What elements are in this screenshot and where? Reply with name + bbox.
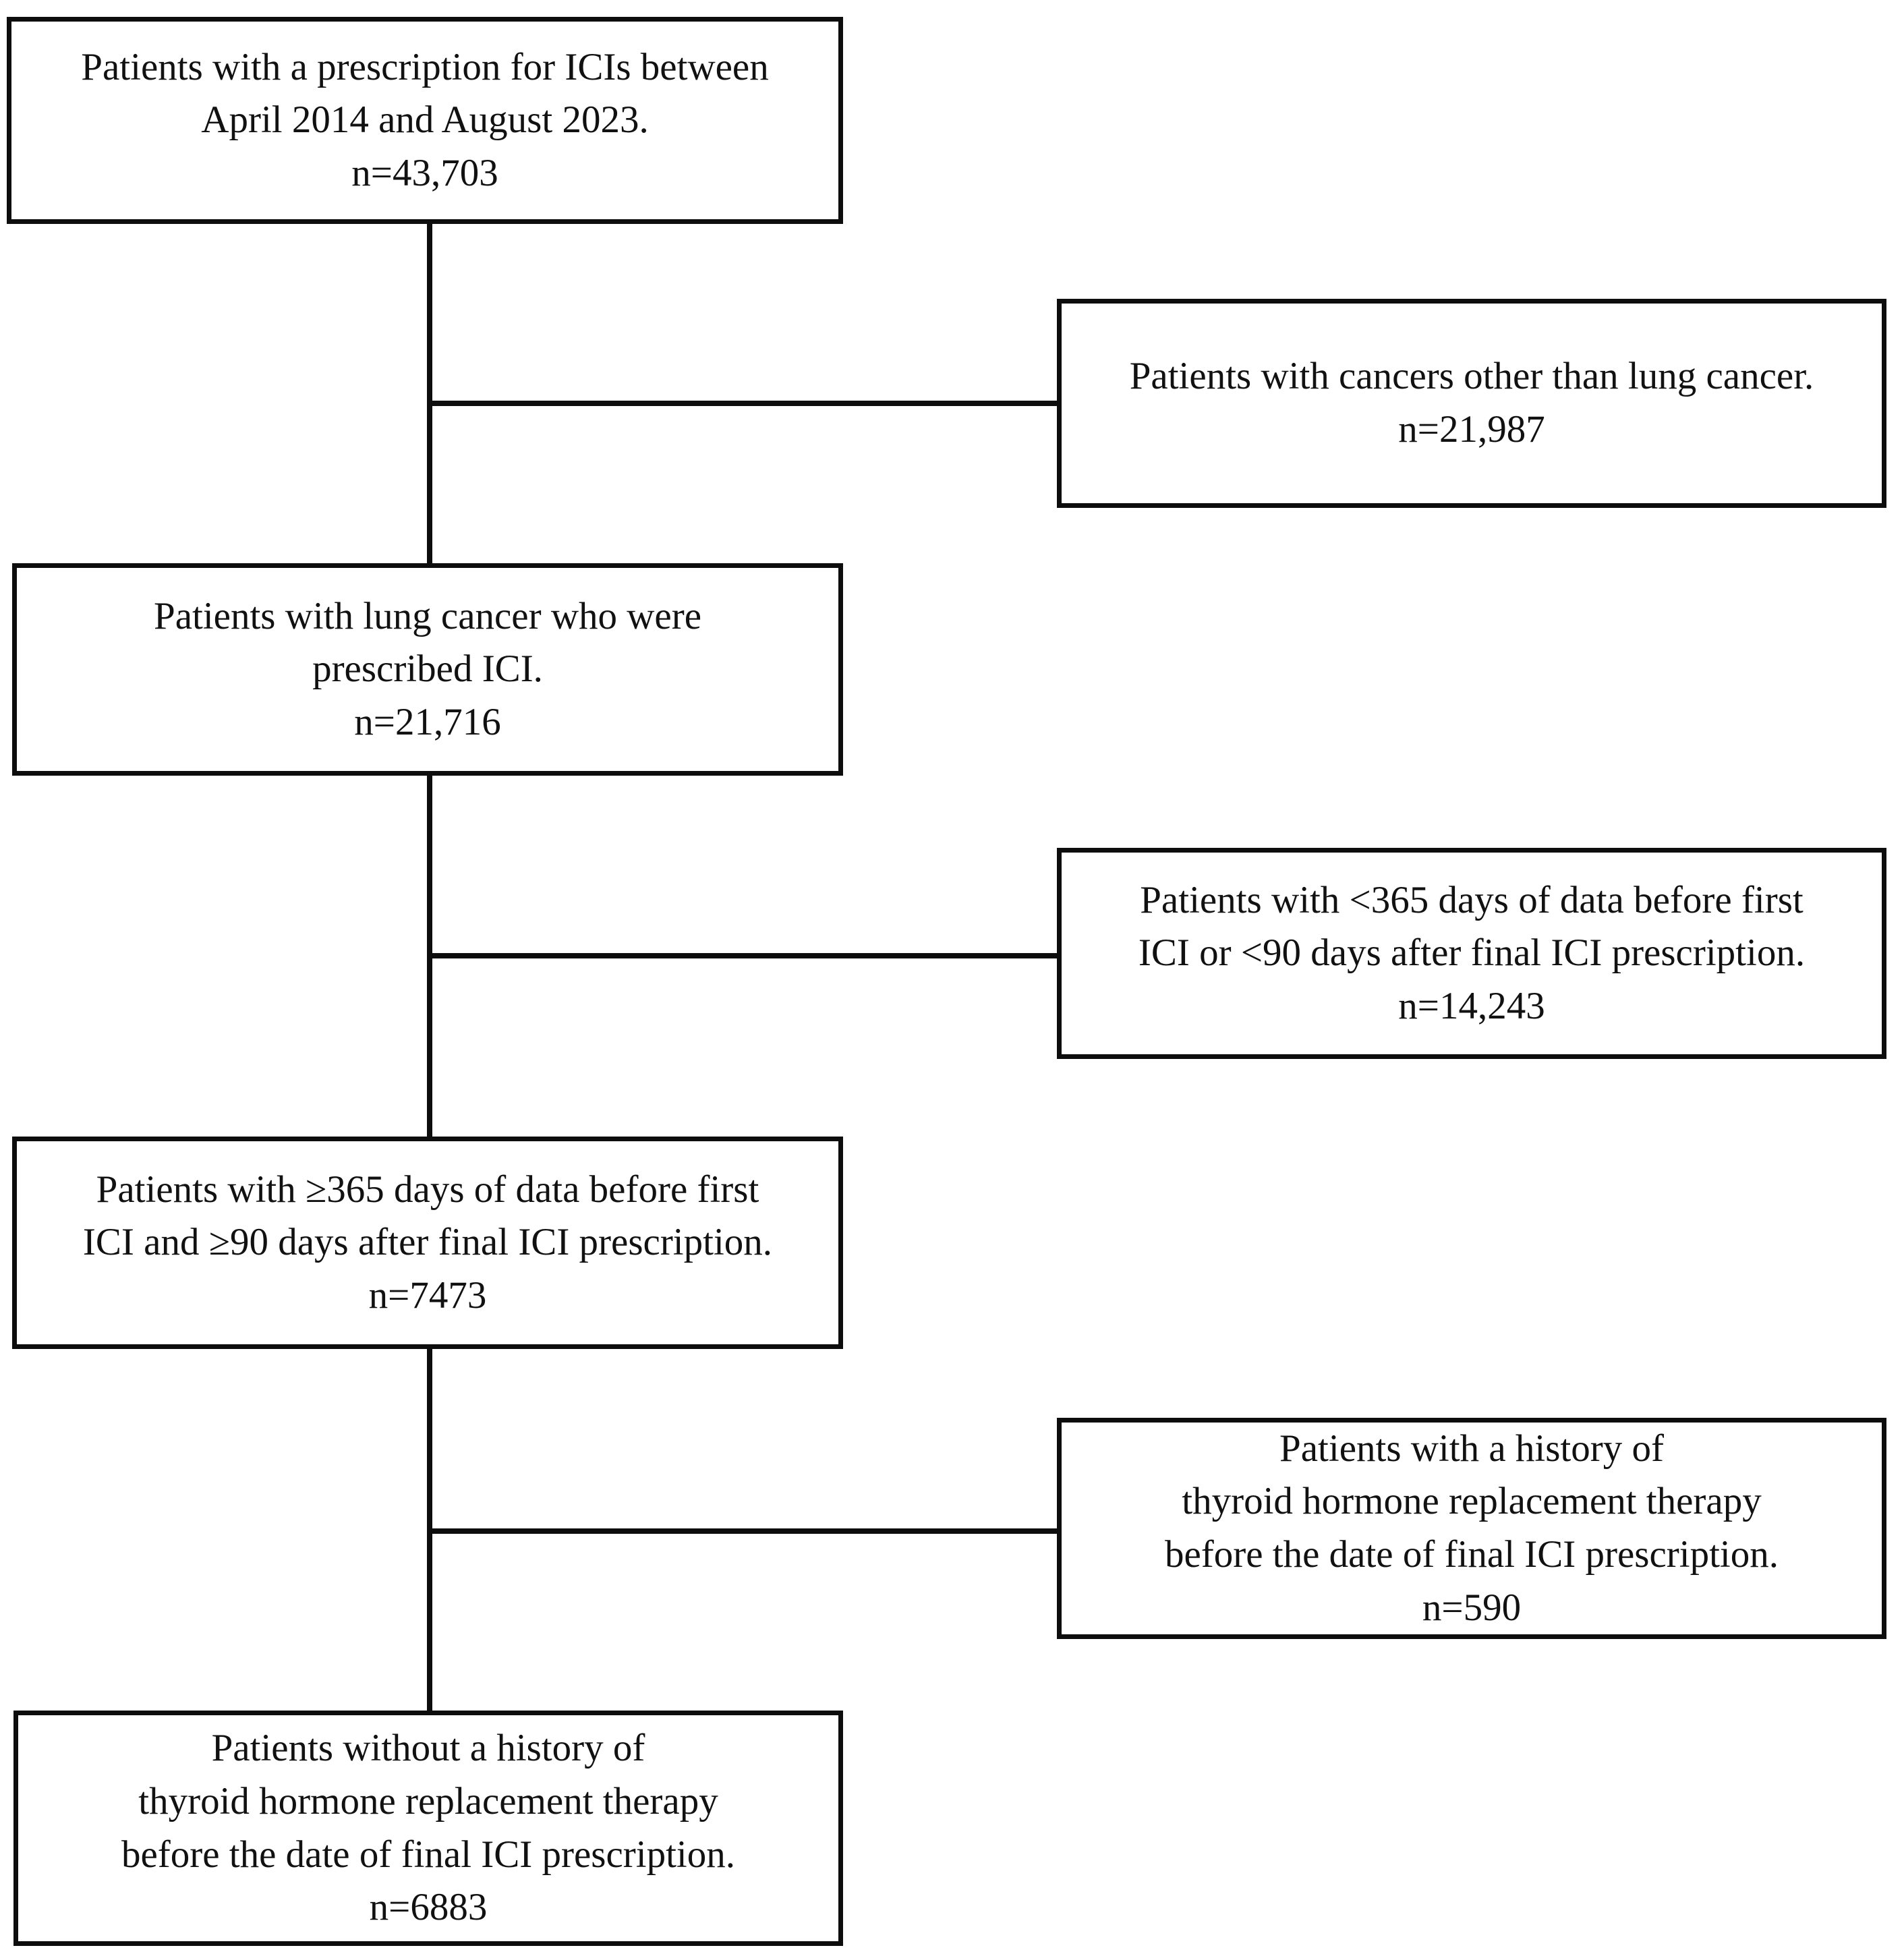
node-exclusion-prior-thyroid-therapy-count: n=590 [1422, 1586, 1522, 1629]
node-final-analytic-cohort-count: n=6883 [369, 1886, 488, 1929]
node-exclusion-prior-thyroid-therapy-line-1: Patients with a history of [1279, 1427, 1664, 1470]
connector-branch-exclude-thyroid-history [427, 1528, 1057, 1534]
node-exclusion-other-cancers-count: n=21,987 [1398, 408, 1545, 451]
node-exclusion-insufficient-followup: Patients with <365 days of data before f… [1057, 848, 1886, 1059]
node-final-analytic-cohort: Patients without a history of thyroid ho… [13, 1711, 843, 1946]
node-cohort-all-count: n=43,703 [351, 151, 498, 194]
node-exclusion-other-cancers: Patients with cancers other than lung ca… [1057, 299, 1886, 508]
node-exclusion-prior-thyroid-therapy: Patients with a history of thyroid hormo… [1057, 1418, 1886, 1639]
node-cohort-sufficient-followup-line-2: ICI and ≥90 days after final ICI prescri… [82, 1221, 773, 1264]
connector-trunk-cohort-to-lung [427, 224, 432, 563]
node-cohort-sufficient-followup: Patients with ≥365 days of data before f… [12, 1137, 843, 1349]
node-cohort-lung-cancer-ici-line-2: prescribed ICI. [312, 648, 543, 691]
node-exclusion-prior-thyroid-therapy-line-3: before the date of final ICI prescriptio… [1164, 1533, 1779, 1576]
connector-branch-exclude-other-cancers [427, 401, 1057, 406]
node-exclusion-insufficient-followup-line-1: Patients with <365 days of data before f… [1140, 878, 1804, 921]
node-exclusion-insufficient-followup-line-2: ICI or <90 days after final ICI prescrip… [1138, 931, 1806, 975]
node-final-analytic-cohort-line-1: Patients without a history of [211, 1727, 645, 1770]
node-cohort-lung-cancer-ici-line-1: Patients with lung cancer who were [154, 594, 701, 637]
node-cohort-all-ici-prescriptions: Patients with a prescription for ICIs be… [7, 17, 843, 224]
node-cohort-sufficient-followup-line-1: Patients with ≥365 days of data before f… [96, 1168, 759, 1211]
node-cohort-sufficient-followup-count: n=7473 [368, 1273, 487, 1317]
connector-branch-exclude-insufficient-followup [427, 953, 1057, 958]
node-exclusion-prior-thyroid-therapy-line-2: thyroid hormone replacement therapy [1182, 1480, 1762, 1523]
node-exclusion-insufficient-followup-count: n=14,243 [1398, 984, 1545, 1027]
node-final-analytic-cohort-line-3: before the date of final ICI prescriptio… [121, 1833, 736, 1876]
node-final-analytic-cohort-line-2: thyroid hormone replacement therapy [138, 1779, 718, 1822]
node-cohort-all-line-2: April 2014 and August 2023. [201, 98, 649, 142]
node-cohort-lung-cancer-ici: Patients with lung cancer who were presc… [12, 563, 843, 776]
node-cohort-lung-cancer-ici-count: n=21,716 [354, 700, 501, 743]
node-cohort-all-line-1: Patients with a prescription for ICIs be… [81, 45, 769, 88]
node-exclusion-other-cancers-line-1: Patients with cancers other than lung ca… [1129, 355, 1814, 398]
